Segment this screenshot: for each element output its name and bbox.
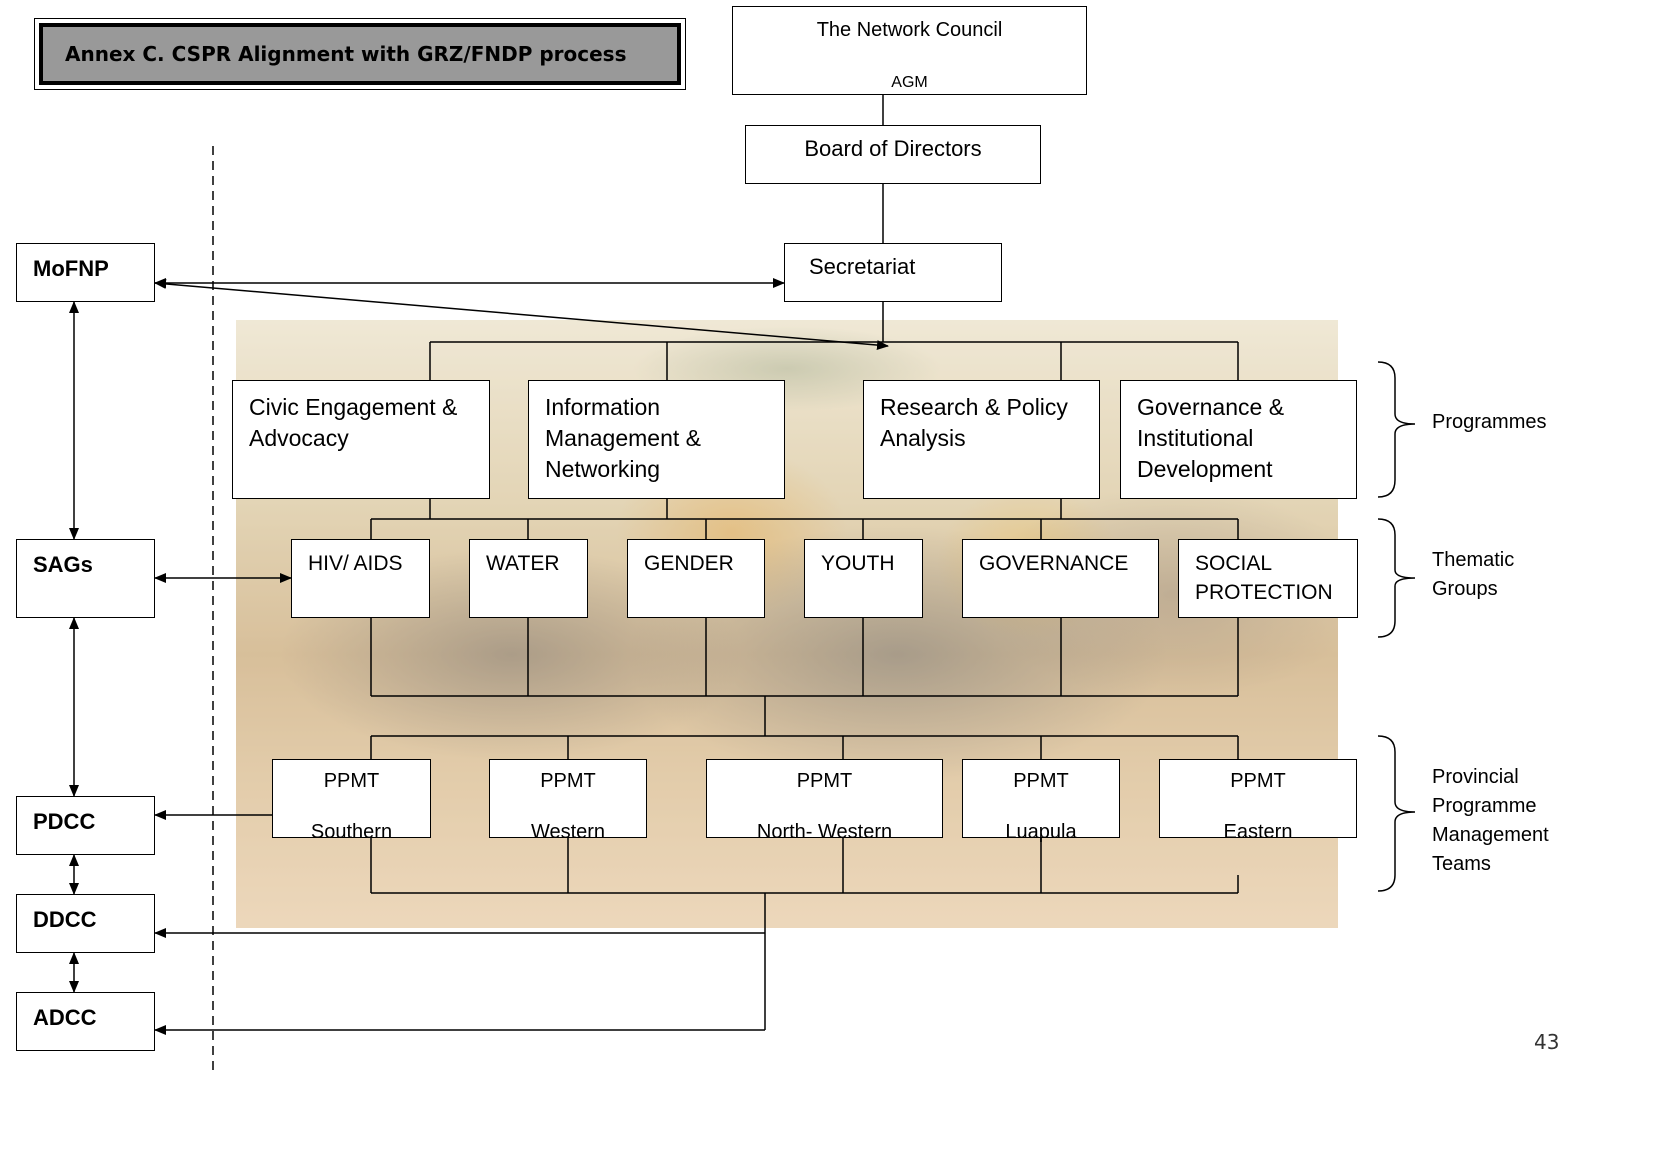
- ppmt-province: Western: [530, 821, 606, 843]
- thematic-gender: GENDER: [627, 539, 765, 618]
- programmes-group-label: Programmes: [1432, 411, 1547, 433]
- ppmt-north-western: PPMT North- Western: [706, 759, 943, 843]
- provincial-group-label: Provincial Programme Management Teams: [1432, 766, 1549, 875]
- pdcc-label: PDCC: [33, 809, 96, 834]
- page-title: Annex C. CSPR Alignment with GRZ/FNDP pr…: [39, 23, 681, 85]
- ddcc-label: DDCC: [33, 907, 97, 932]
- programme-label: Research & Policy Analysis: [880, 394, 1068, 451]
- secretariat-label: Secretariat: [809, 254, 916, 279]
- ppmt-province: Southern: [310, 821, 393, 843]
- mofnp-box: MoFNP: [16, 243, 155, 302]
- thematic-group-label: Thematic Groups: [1432, 549, 1515, 600]
- page-number: 43: [1534, 1030, 1560, 1054]
- programme-label: Governance & Institutional Development: [1137, 394, 1285, 482]
- ppmt-label: PPMT: [1230, 770, 1286, 792]
- ppmt-province: Eastern: [1223, 821, 1293, 843]
- thematic-social-protection: SOCIAL PROTECTION: [1178, 539, 1358, 618]
- thematic-label: WATER: [486, 552, 560, 575]
- arrow-mofnp-programmes: [154, 278, 889, 351]
- programme-governance-institutional: Governance & Institutional Development: [1120, 380, 1357, 499]
- thematic-governance: GOVERNANCE: [962, 539, 1159, 618]
- programme-research-policy: Research & Policy Analysis: [863, 380, 1100, 499]
- brace-programmes: [1377, 361, 1416, 498]
- board-of-directors-box: Board of Directors: [745, 125, 1041, 184]
- sags-label: SAGs: [33, 552, 93, 577]
- adcc-box: ADCC: [16, 992, 155, 1051]
- thematic-label: GENDER: [644, 552, 734, 575]
- programme-label: Information Management & Networking: [545, 394, 701, 482]
- thematic-label: HIV/ AIDS: [308, 552, 403, 575]
- ppmt-label: PPMT: [1013, 770, 1069, 792]
- ppmt-label: PPMT: [323, 770, 380, 792]
- thematic-youth: YOUTH: [804, 539, 923, 618]
- pdcc-box: PDCC: [16, 796, 155, 855]
- board-label: Board of Directors: [804, 136, 982, 161]
- title-box: Annex C. CSPR Alignment with GRZ/FNDP pr…: [34, 18, 686, 90]
- ddcc-box: DDCC: [16, 894, 155, 953]
- programme-label: Civic Engagement & Advocacy: [249, 394, 458, 451]
- sags-box: SAGs: [16, 539, 155, 618]
- adcc-label: ADCC: [33, 1005, 97, 1030]
- thematic-water: WATER: [469, 539, 588, 618]
- ppmt-province: North- Western: [756, 821, 893, 843]
- mofnp-label: MoFNP: [33, 256, 109, 281]
- ppmt-province: Luapula: [1005, 821, 1077, 843]
- thematic-label: YOUTH: [821, 552, 895, 575]
- thematic-label: SOCIAL PROTECTION: [1195, 552, 1333, 604]
- network-council-label: The Network Council: [816, 19, 1003, 41]
- ppmt-southern: PPMT Southern: [272, 759, 431, 843]
- brace-thematic: [1377, 518, 1416, 638]
- ppmt-eastern: PPMT Eastern: [1159, 759, 1357, 843]
- thematic-hiv-aids: HIV/ AIDS: [291, 539, 430, 618]
- ppmt-label: PPMT: [540, 770, 596, 792]
- network-council-box: The Network Council AGM: [732, 6, 1087, 95]
- programme-information-management: Information Management & Networking: [528, 380, 785, 499]
- secretariat-box: Secretariat: [784, 243, 1002, 302]
- programme-civic-engagement: Civic Engagement & Advocacy: [232, 380, 490, 499]
- agm-label: AGM: [891, 74, 928, 91]
- ppmt-western: PPMT Western: [489, 759, 647, 843]
- brace-provincial: [1377, 735, 1416, 892]
- thematic-label: GOVERNANCE: [979, 552, 1129, 575]
- ppmt-luapula: PPMT Luapula: [962, 759, 1120, 843]
- ppmt-label: PPMT: [796, 770, 853, 792]
